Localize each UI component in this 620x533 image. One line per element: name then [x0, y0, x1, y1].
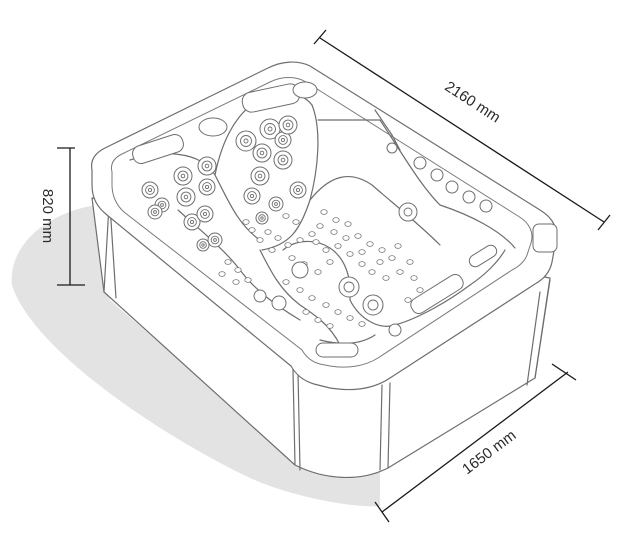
- air-hole: [256, 237, 264, 243]
- air-hole: [308, 295, 316, 301]
- jet: [243, 187, 261, 205]
- air-hole: [388, 255, 396, 261]
- air-hole: [358, 321, 366, 327]
- air-hole: [302, 309, 310, 315]
- air-hole: [248, 227, 256, 233]
- air-hole: [284, 242, 292, 248]
- air-hole: [218, 271, 226, 277]
- rim-controls: [374, 109, 493, 222]
- air-hole: [282, 279, 290, 285]
- air-hole: [314, 317, 322, 323]
- air-hole: [382, 275, 390, 281]
- jet: [289, 181, 307, 199]
- air-hole: [396, 269, 404, 275]
- dimension-length-label: 2160 mm: [442, 78, 504, 126]
- jet: [183, 213, 201, 231]
- air-hole: [312, 239, 320, 245]
- air-hole: [376, 259, 384, 265]
- air-hole: [292, 219, 300, 225]
- air-hole: [332, 217, 340, 223]
- air-hole: [416, 287, 424, 293]
- jet: [173, 166, 193, 186]
- air-hole: [346, 315, 354, 321]
- jet: [274, 131, 292, 149]
- air-hole: [320, 209, 328, 215]
- air-hole: [406, 259, 414, 265]
- air-hole: [354, 233, 362, 239]
- air-hole: [404, 297, 412, 303]
- air-hole: [296, 287, 304, 293]
- air-hole: [322, 302, 330, 308]
- jet: [197, 156, 217, 176]
- jet: [235, 130, 257, 152]
- air-hole: [234, 267, 242, 273]
- air-hole: [342, 235, 350, 241]
- air-hole: [358, 261, 366, 267]
- air-hole: [334, 309, 342, 315]
- jet: [250, 166, 270, 186]
- air-hole: [410, 275, 418, 281]
- jet: [176, 187, 196, 207]
- jet: [196, 238, 210, 252]
- jet: [198, 178, 216, 196]
- jet: [196, 205, 214, 223]
- air-hole: [378, 247, 386, 253]
- air-hole: [366, 241, 374, 247]
- dimension-height-label: 820 mm: [39, 189, 56, 243]
- air-hole: [264, 229, 272, 235]
- dimension-width-label: 1650 mm: [459, 427, 519, 478]
- jet: [255, 211, 269, 225]
- air-hole: [314, 269, 322, 275]
- jet: [259, 118, 281, 140]
- air-hole: [244, 277, 252, 283]
- air-hole: [274, 235, 282, 241]
- air-hole: [316, 223, 324, 229]
- air-hole: [358, 249, 366, 255]
- air-holes: [218, 209, 424, 329]
- air-hole: [296, 237, 304, 243]
- air-hole: [368, 269, 376, 275]
- jet: [147, 204, 163, 220]
- air-hole: [224, 259, 232, 265]
- air-hole: [326, 259, 334, 265]
- jet: [273, 150, 293, 170]
- jets: [141, 115, 307, 252]
- filter-pods: [253, 261, 402, 337]
- jet: [268, 196, 284, 212]
- jet: [278, 115, 298, 135]
- air-hole: [330, 229, 338, 235]
- air-hole: [288, 255, 296, 261]
- air-hole: [282, 213, 290, 219]
- air-hole: [308, 231, 316, 237]
- air-hole: [232, 279, 240, 285]
- air-hole: [334, 243, 342, 249]
- jet: [141, 181, 159, 199]
- air-hole: [268, 247, 276, 253]
- air-hole: [394, 243, 402, 249]
- headrests: [132, 81, 558, 358]
- jet: [252, 143, 272, 163]
- jet: [207, 232, 223, 248]
- air-hole: [242, 219, 250, 225]
- air-hole: [322, 247, 330, 253]
- air-hole: [344, 221, 352, 227]
- dimension-height: 820 mm: [39, 147, 85, 286]
- air-hole: [346, 251, 354, 257]
- air-hole: [326, 323, 334, 329]
